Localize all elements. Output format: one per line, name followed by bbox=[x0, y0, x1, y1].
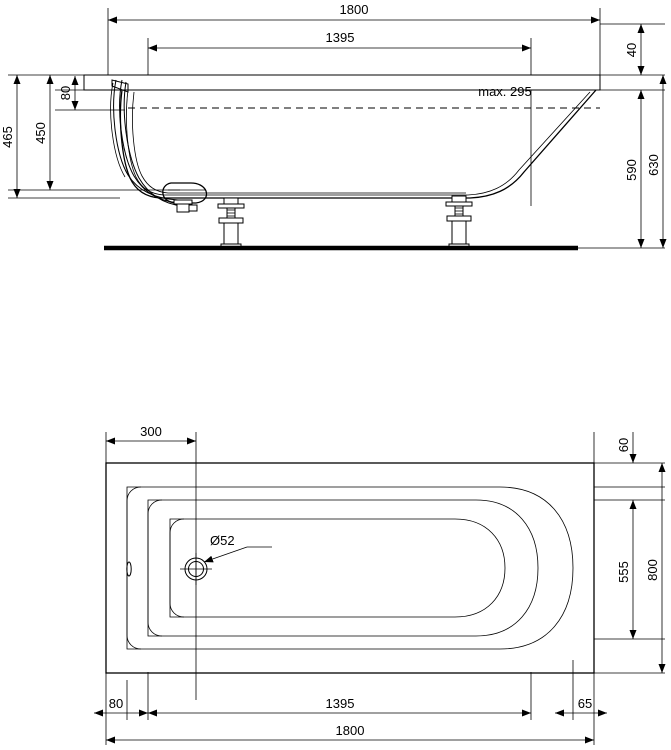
dim-1395-side: 1395 bbox=[148, 30, 531, 52]
bath-body-section bbox=[119, 89, 597, 199]
dim-300: 300 bbox=[106, 424, 196, 445]
dim-label-80-plan: 80 bbox=[109, 696, 123, 711]
grip-slot bbox=[126, 561, 132, 577]
support-leg-left bbox=[217, 197, 245, 250]
dim-630: 630 bbox=[646, 75, 667, 248]
dim-label-1395-plan: 1395 bbox=[326, 696, 355, 711]
dim-1800-side: 1800 bbox=[108, 2, 600, 24]
bath-rim-profile bbox=[83, 74, 601, 91]
dim-label-800: 800 bbox=[645, 559, 660, 581]
dim-label-300: 300 bbox=[140, 424, 162, 439]
drain-symbol bbox=[180, 553, 212, 585]
plan-rim-inner-2 bbox=[147, 499, 539, 637]
dim-label-dia52: Ø52 bbox=[210, 533, 235, 548]
drain-diameter-callout: Ø52 bbox=[203, 533, 272, 563]
dim-800: 800 bbox=[645, 463, 666, 673]
label-max-295: max. 295 bbox=[478, 84, 531, 99]
plan-view: 300 60 555 800 bbox=[94, 424, 666, 745]
dim-80-side: 80 bbox=[58, 76, 79, 110]
dim-555: 555 bbox=[616, 500, 637, 639]
dim-label-630: 630 bbox=[646, 154, 661, 176]
dim-label-1800-plan: 1800 bbox=[336, 723, 365, 738]
side-elevation-view: 1800 1395 40 590 630 80 45 bbox=[0, 2, 667, 251]
plan-basin-left-corner bbox=[169, 518, 185, 618]
dim-590: 590 bbox=[624, 90, 645, 248]
dim-465: 465 bbox=[0, 75, 120, 199]
dim-40: 40 bbox=[624, 24, 645, 75]
plan-rim-inner-2-left-corner bbox=[147, 499, 163, 637]
plan-rim-inner-1 bbox=[126, 486, 574, 650]
dim-80-plan: 80 bbox=[94, 696, 148, 717]
dim-1800-plan: 1800 bbox=[106, 723, 594, 744]
dim-label-1800-top: 1800 bbox=[340, 2, 369, 17]
dim-label-65: 65 bbox=[578, 696, 592, 711]
dim-60: 60 bbox=[616, 432, 637, 463]
dim-label-60: 60 bbox=[616, 438, 631, 452]
max-water-level-line: max. 295 bbox=[128, 84, 600, 109]
dim-65: 65 bbox=[555, 696, 607, 717]
overflow-waste-pipe bbox=[110, 79, 208, 213]
dim-label-80-side: 80 bbox=[58, 86, 73, 100]
dim-450: 450 bbox=[33, 75, 54, 190]
plan-outer-rim bbox=[105, 462, 595, 674]
dim-label-465: 465 bbox=[0, 126, 15, 148]
dim-label-450: 450 bbox=[33, 122, 48, 144]
dim-label-40: 40 bbox=[624, 43, 639, 57]
dim-label-590: 590 bbox=[624, 159, 639, 181]
dim-label-555: 555 bbox=[616, 561, 631, 583]
dim-label-1395-top: 1395 bbox=[326, 30, 355, 45]
dim-1395-plan: 1395 bbox=[148, 696, 531, 717]
plan-basin-edge bbox=[169, 518, 506, 618]
